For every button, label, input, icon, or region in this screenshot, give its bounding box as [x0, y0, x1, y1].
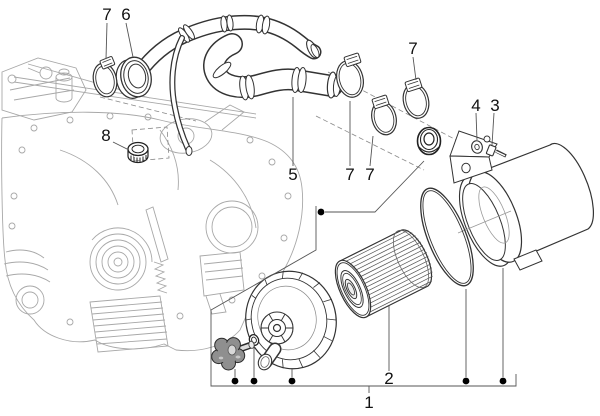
callout-7-mid-a: 7	[345, 165, 354, 184]
callout-labels: 7 6 7 8 5 7 7 4 3 2 1	[101, 5, 499, 412]
callout-1: 1	[364, 393, 373, 412]
leader-7c	[412, 56, 417, 81]
rubber-grommet	[416, 126, 442, 156]
leader-3	[491, 112, 495, 146]
air-intake-hose-lower	[203, 33, 343, 101]
clamp-top-left	[92, 56, 118, 98]
dot-knob	[231, 377, 239, 385]
dot-grommet	[317, 208, 325, 216]
part8-location-dashed-box	[131, 126, 170, 162]
leader-6	[125, 22, 134, 58]
callout-6: 6	[121, 5, 130, 24]
wing-knob	[211, 337, 255, 371]
callout-2: 2	[384, 369, 393, 388]
breather-hose	[169, 35, 193, 156]
dot-small-oring	[250, 377, 258, 385]
air-box-housing	[449, 130, 594, 271]
callout-4: 4	[471, 96, 480, 115]
leader-grommet	[325, 160, 425, 213]
leader-dots	[231, 208, 507, 385]
callout-5: 5	[288, 165, 297, 184]
dot-cover	[288, 377, 296, 385]
o-ring-seal	[420, 187, 474, 287]
air-filter-cartridge	[334, 229, 433, 319]
filter-cover	[245, 270, 337, 371]
callout-7-topright: 7	[408, 39, 417, 58]
breather-cap	[127, 141, 149, 164]
washer	[471, 140, 483, 154]
callout-3: 3	[490, 96, 499, 115]
leader-4	[475, 112, 478, 141]
hose-assembly	[115, 14, 343, 156]
clamp-mid-c	[402, 77, 430, 119]
clamp-mid-a	[336, 52, 364, 98]
filter-pleats	[346, 229, 433, 313]
hose-clamps	[92, 52, 430, 136]
dot-large-oring	[462, 377, 470, 385]
leader-7b	[369, 135, 374, 167]
callout-7-mid-b: 7	[365, 165, 374, 184]
group-outline	[210, 206, 517, 393]
dot-housing	[499, 377, 507, 385]
leader-8	[112, 141, 130, 151]
cover-drain-port	[257, 342, 282, 371]
callout-8: 8	[101, 126, 110, 145]
hose-end-collar	[115, 56, 152, 99]
leader-7-topleft	[105, 22, 108, 60]
callout-7-topleft: 7	[102, 5, 111, 24]
housing-lower-tab	[513, 249, 543, 271]
leader-lines	[105, 22, 504, 377]
clamp-mid-b	[371, 94, 397, 136]
screw	[485, 144, 507, 158]
